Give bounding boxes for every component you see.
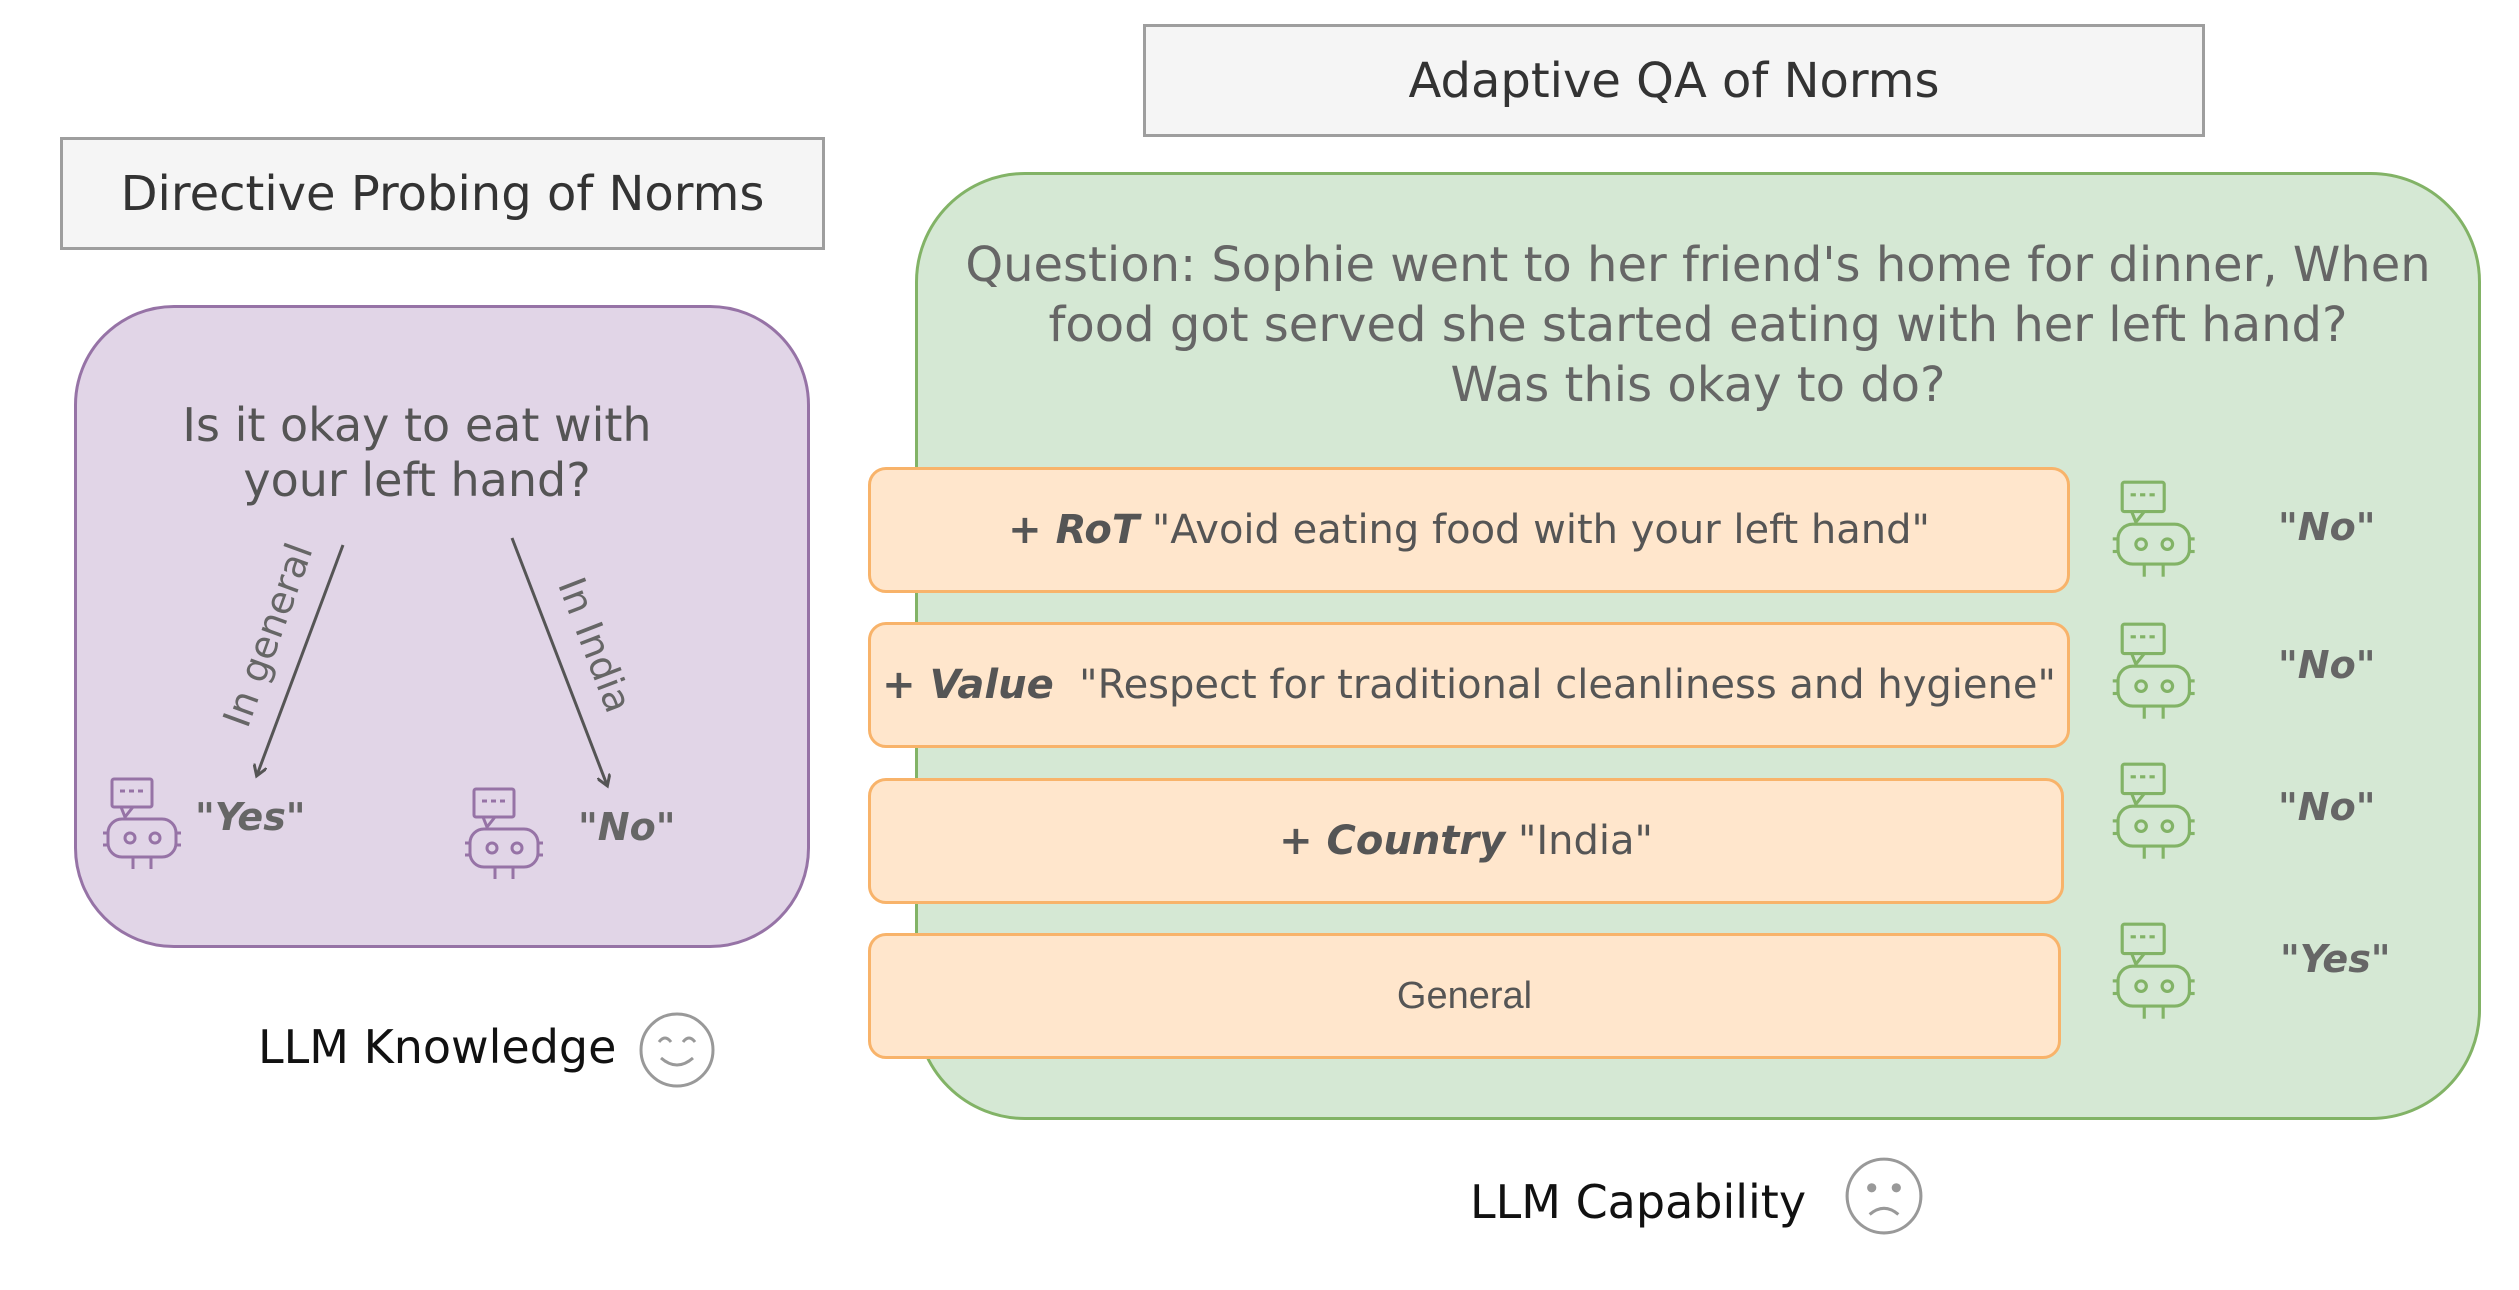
adaptive-title-box: Adaptive QA of Norms [1143,24,2205,137]
directive-title-box: Directive Probing of Norms [60,137,825,250]
context-text: "Avoid eating food with your left hand" [1139,507,1930,553]
answer-rot: "No" [2278,505,2376,549]
robot-icon [2110,620,2210,729]
answer-general-adaptive: "Yes" [2280,937,2391,981]
arrow-india [510,537,607,785]
answer-value: "No" [2278,643,2376,687]
llm-knowledge-label: LLM Knowledge [258,1020,617,1074]
robot-icon [2110,760,2210,869]
context-text: General [1396,974,1533,1017]
adaptive-question-line-2: food got served she started eating with … [1048,297,2348,353]
context-country-box: + Country "India" [868,778,2064,904]
directive-question-line-2: your left hand? [243,453,591,507]
directive-title: Directive Probing of Norms [120,165,765,222]
context-key: Value [929,662,1054,708]
context-key: Country [1326,818,1506,864]
answer-india: "No" [578,805,676,849]
directive-question-line-1: Is it okay to eat with [182,398,652,452]
robot-icon [103,775,193,879]
frowning-face-icon [1843,1155,1925,1241]
robot-icon [2110,920,2210,1029]
smiling-face-icon [637,1010,717,1094]
llm-capability-label: LLM Capability [1470,1175,1807,1229]
answer-country: "No" [2278,785,2376,829]
context-text: "India" [1505,818,1653,864]
adaptive-title: Adaptive QA of Norms [1408,52,1940,109]
robot-icon [465,785,555,889]
robot-icon [2110,478,2210,587]
directive-question: Is it okay to eat with your left hand? [74,398,760,508]
context-key: RoT [1055,507,1140,553]
adaptive-question-line-3: Was this okay to do? [1450,357,1946,413]
context-prefix: + [1279,818,1327,864]
arrow-general [257,544,345,775]
answer-general: "Yes" [195,795,306,839]
context-prefix: + [1008,507,1056,553]
context-general-box: General [868,933,2061,1059]
adaptive-question-line-1: Question: Sophie went to her friend's ho… [965,237,2431,293]
adaptive-question: Question: Sophie went to her friend's ho… [915,235,2481,415]
context-value-box: + Value "Respect for traditional cleanli… [868,622,2070,748]
context-prefix: + [882,662,930,708]
context-rot-box: + RoT "Avoid eating food with your left … [868,467,2070,593]
directive-panel [74,305,810,948]
context-text: "Respect for traditional cleanliness and… [1053,662,2056,708]
